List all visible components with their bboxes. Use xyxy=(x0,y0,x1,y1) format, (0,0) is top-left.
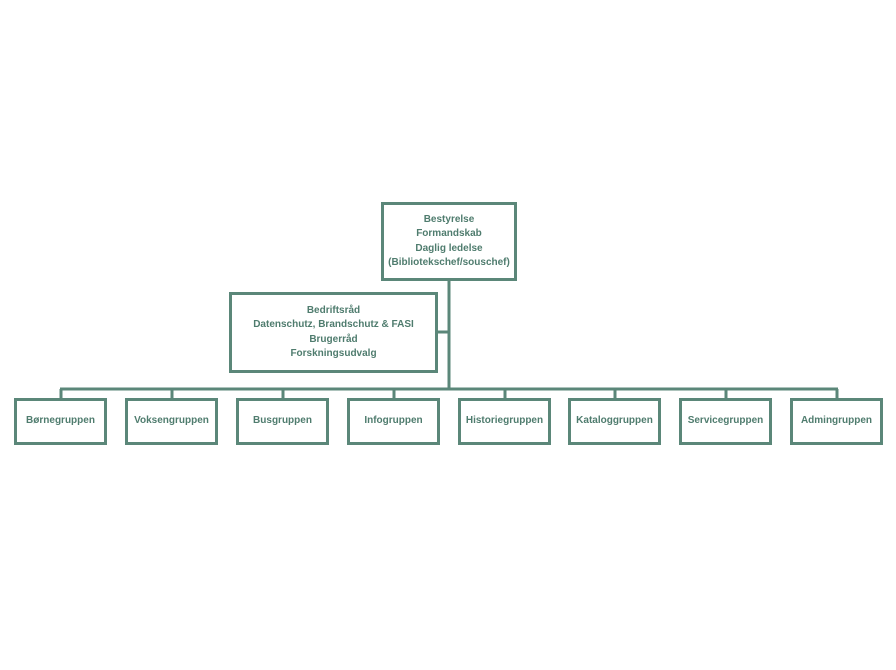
group-box-admin: Admingruppen xyxy=(790,398,883,445)
library-chief-label: (Bibliotekschef/souschef) xyxy=(388,257,510,268)
group-label: Kataloggruppen xyxy=(576,415,653,427)
board-label: Bestyrelse xyxy=(423,213,475,225)
research-committee-label: Forskningsudvalg xyxy=(290,348,377,359)
user-council-label: Brugerråd xyxy=(309,333,358,345)
safety-label: Datenschutz, Brandschutz & FASI xyxy=(253,319,414,330)
group-box-catalog: Kataloggruppen xyxy=(568,398,661,445)
group-label: Børnegruppen xyxy=(26,415,95,427)
group-label: Voksengruppen xyxy=(134,415,209,427)
daily-management-label: Daglig ledelse xyxy=(415,242,483,254)
group-box-bus: Busgruppen xyxy=(236,398,329,445)
group-label: Admingruppen xyxy=(800,415,873,427)
group-label: Infogruppen xyxy=(364,415,423,427)
group-box-children: Børnegruppen xyxy=(14,398,107,445)
group-label: Busgruppen xyxy=(253,415,312,427)
group-label: Servicegruppen xyxy=(687,415,764,427)
board-management-box: Bestyrelse Formandskab Daglig ledelse (B… xyxy=(381,202,517,281)
works-council-label: Bedriftsråd xyxy=(306,304,361,316)
group-box-service: Servicegruppen xyxy=(679,398,772,445)
chairmanship-label: Formandskab xyxy=(416,228,482,239)
group-box-adults: Voksengruppen xyxy=(125,398,218,445)
group-box-history: Historiegruppen xyxy=(458,398,551,445)
councils-box: Bedriftsråd Datenschutz, Brandschutz & F… xyxy=(229,292,438,373)
group-label: Historiegruppen xyxy=(465,415,544,427)
group-box-info: Infogruppen xyxy=(347,398,440,445)
